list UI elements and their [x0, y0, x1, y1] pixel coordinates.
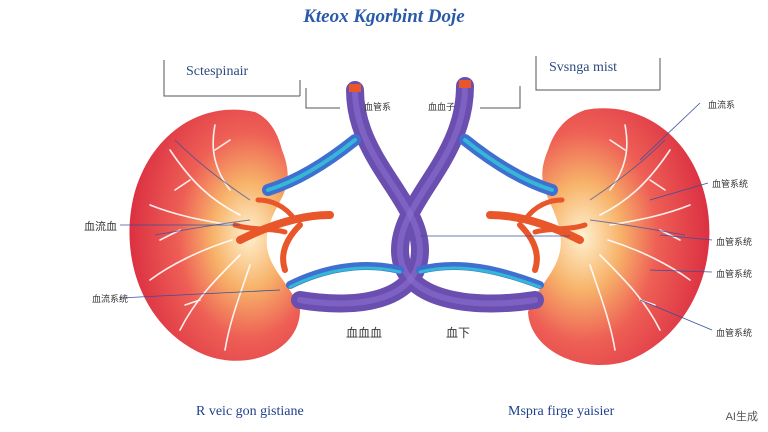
right-artery [486, 197, 588, 273]
left-vessel-cap [349, 84, 361, 92]
right-vessel-cap [459, 80, 471, 88]
center-top-left-label: 血管系 [364, 102, 392, 112]
right-kidney [528, 108, 710, 366]
right-kidney-veins [589, 124, 691, 351]
left-mid-label: 血流血 [84, 221, 117, 233]
right-label-4: 血管系统 [716, 269, 753, 279]
center-bottom-right-label: 血下 [446, 326, 471, 340]
right-label-3: 血管系统 [716, 237, 753, 247]
right-label-5: 血管系统 [716, 328, 753, 338]
diagram-title: Kteox Kgorbint Doje [303, 6, 465, 27]
center-top-right-label: 血血子 [428, 102, 456, 112]
center-bottom-left-label: 血血血 [346, 326, 383, 340]
central-vessels [262, 77, 558, 313]
right-label-1: 血流系 [708, 100, 736, 110]
left-artery [232, 197, 334, 273]
right-label-2: 血管系统 [712, 179, 749, 189]
top-bracket-lines [163, 56, 661, 109]
kidney-blue-vessels [154, 139, 686, 236]
left-low-label: 血流系统 [92, 294, 129, 304]
leader-lines [119, 102, 713, 331]
top-left-label: Sctespinair [186, 64, 249, 79]
watermark: AI生成 [725, 411, 758, 423]
top-right-label: Svsnga mist [549, 60, 618, 75]
caption-left: R veic gon gistiane [196, 404, 304, 419]
caption-right: Mspra firge yaisier [508, 404, 615, 419]
left-kidney [129, 109, 300, 361]
left-kidney-veins [149, 124, 251, 351]
